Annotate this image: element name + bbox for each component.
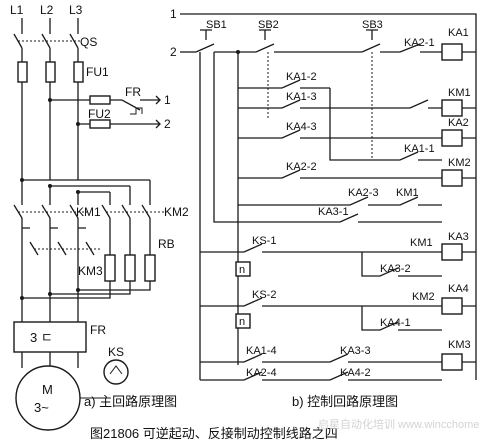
ks-2-label: KS-2	[252, 289, 276, 301]
coil-ka1-label: KA1	[448, 27, 469, 39]
coil-km3-label: KM3	[448, 339, 471, 351]
control-circuit: 1 2 SB1 SB2 SB3 KA2-1 KA1-2 KA1-3 KA4-3	[170, 7, 477, 409]
main-caption: a) 主回路原理图	[84, 394, 177, 409]
ka2-3-label: KA2-3	[348, 187, 379, 199]
ka1-3-label: KA1-3	[286, 91, 317, 103]
ks-label: KS	[108, 345, 124, 359]
phase-label-l2: L2	[40, 3, 54, 17]
ks-1-label: KS-1	[252, 235, 276, 247]
sb3-label: SB3	[362, 19, 383, 31]
ka4-3-label: KA4-3	[286, 121, 317, 133]
km1-main-label: KM1	[76, 205, 101, 219]
ka1-2-label: KA1-2	[286, 71, 317, 83]
fr-box-label: FR	[90, 323, 106, 337]
coil-column: KA1 KM1 KA2 KM2 KA3 KA4 KM3	[441, 27, 476, 371]
n-symbol-2: n	[239, 316, 245, 328]
coil-ka3-label: KA3	[448, 231, 469, 243]
coil-ka2-label: KA2	[448, 117, 469, 129]
km1-ctrl-label: KM1	[396, 187, 419, 199]
qs-label: QS	[80, 35, 97, 49]
fr-top-label: FR	[125, 85, 141, 99]
ka3-3-label: KA3-3	[340, 345, 371, 357]
ka2-4-label: KA2-4	[246, 367, 277, 379]
fr-glyph: 3 ㄷ	[30, 330, 53, 345]
main-circuit: L1 L2 L3 QS FU1 FU2 FR 1 2	[10, 3, 189, 431]
ka3-2-label: KA3-2	[380, 263, 411, 275]
km1-ctrl2-label: KM1	[410, 237, 433, 249]
rb-label: RB	[158, 237, 175, 251]
sb1-label: SB1	[206, 19, 227, 31]
n-symbol-1: n	[239, 264, 245, 276]
phase-label-l3: L3	[69, 3, 83, 17]
sb2-label: SB2	[258, 19, 279, 31]
coil-km2-label: KM2	[448, 157, 471, 169]
watermark: 启星自动化培训 www.wincchome	[318, 417, 479, 431]
ka1-1-label: KA1-1	[404, 143, 435, 155]
km2-main-label: KM2	[164, 205, 189, 219]
ka4-1-label: KA4-1	[380, 317, 411, 329]
ka4-2-label: KA4-2	[340, 367, 371, 379]
figure-caption: 图21806 可逆起动、反接制动控制线路之四	[90, 426, 338, 441]
ka3-1-label: KA3-1	[318, 206, 349, 218]
phase-label-l1: L1	[10, 3, 24, 17]
motor-3: 3~	[34, 400, 49, 415]
ka1-4-label: KA1-4	[246, 345, 277, 357]
fu1-label: FU1	[86, 65, 109, 79]
out2-label: 2	[164, 117, 171, 131]
km3-label: KM3	[78, 264, 103, 278]
motor-m: M	[42, 382, 53, 397]
fu2-label: FU2	[88, 107, 111, 121]
ka2-2-label: KA2-2	[286, 161, 317, 173]
coil-km1-label: KM1	[448, 87, 471, 99]
node2-label: 2	[170, 45, 177, 59]
out1-label: 1	[164, 93, 171, 107]
ka2-1-top-label: KA2-1	[404, 37, 435, 49]
control-caption: b) 控制回路原理图	[292, 394, 398, 409]
coil-ka4-label: KA4	[448, 283, 469, 295]
km2-ctrl2-label: KM2	[412, 291, 435, 303]
node1-label: 1	[170, 7, 177, 21]
